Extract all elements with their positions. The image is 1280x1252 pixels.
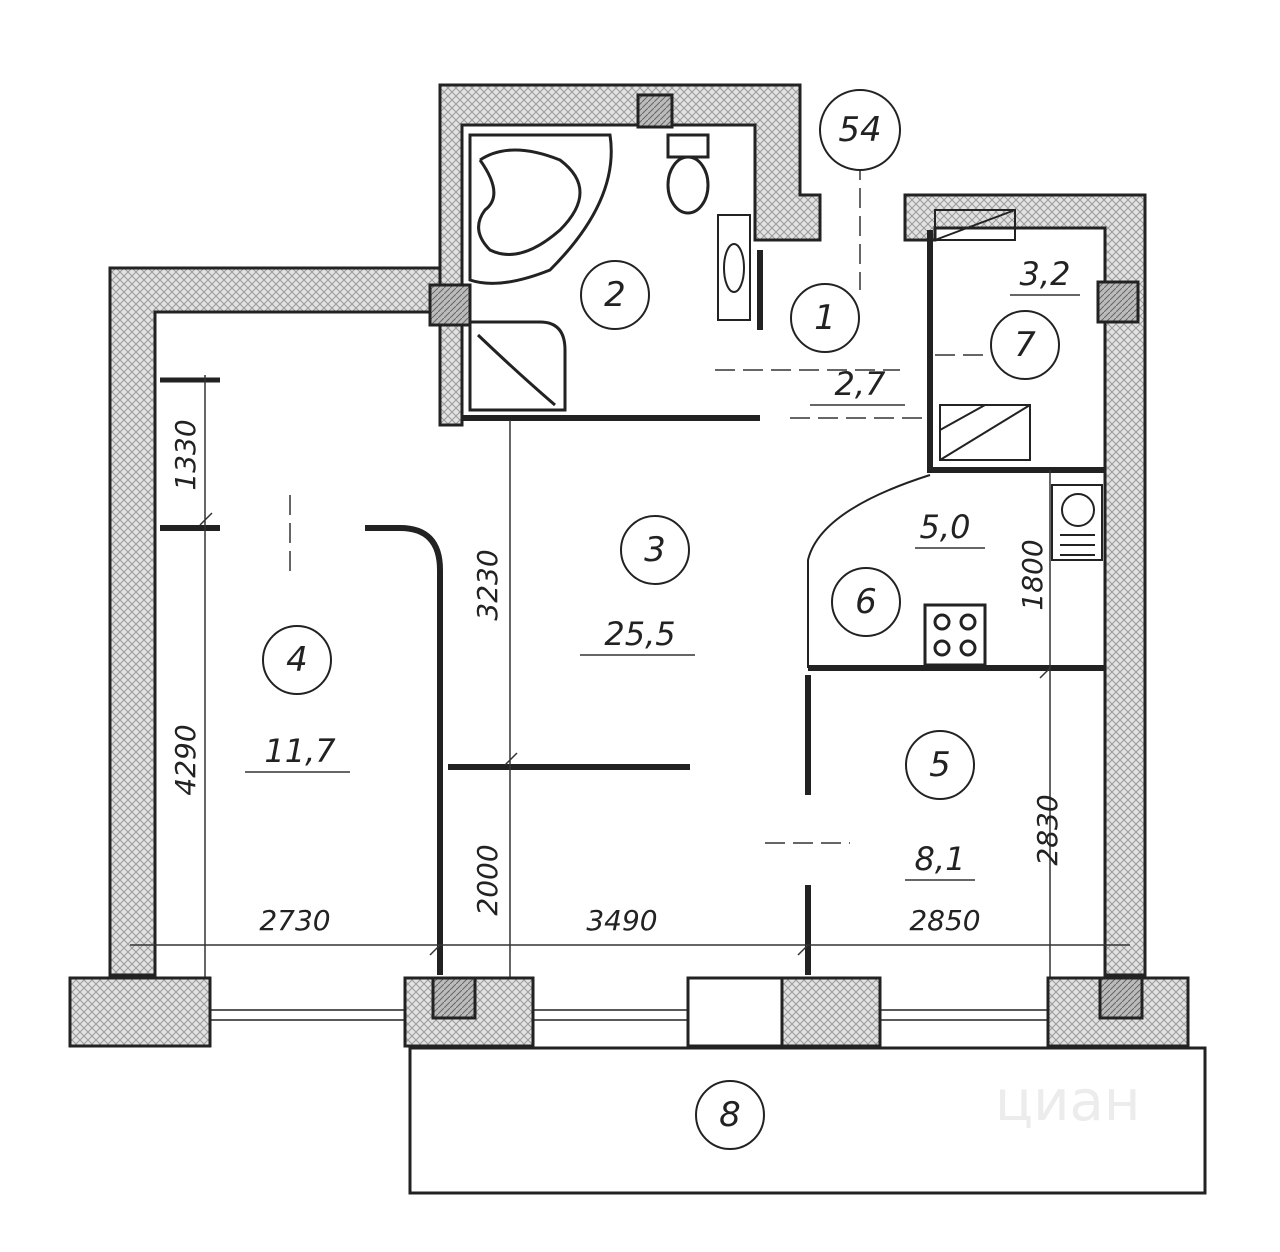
room-marker-circle	[905, 730, 975, 800]
apartment-number-marker: 54	[819, 89, 901, 171]
room-number: 5	[929, 745, 951, 785]
area-room-6: 5,0	[920, 508, 971, 546]
kitchen-sink-icon	[1051, 484, 1103, 561]
columns	[428, 93, 1140, 327]
partitions	[160, 230, 1105, 975]
room-marker-circle	[620, 515, 690, 585]
dimension-labels: 2730 3490 2850 1330 4290 3230 2000 1800 …	[169, 419, 1064, 937]
dim-2730: 2730	[259, 904, 330, 937]
area-room-3: 25,5	[604, 615, 675, 653]
room-marker-circle	[580, 260, 650, 330]
room-marker-circle	[695, 1080, 765, 1150]
area-room-7: 3,2	[1020, 255, 1071, 293]
wardrobe-icon	[934, 209, 1031, 461]
dim-3490: 3490	[586, 904, 657, 937]
room-marker-8: 8	[695, 1080, 765, 1150]
dim-2850: 2850	[909, 904, 980, 937]
sink-icon	[717, 214, 751, 321]
room-number: 1	[814, 298, 836, 338]
room-marker-circle	[790, 283, 860, 353]
room-marker-5: 5	[905, 730, 975, 800]
area-room-5: 8,1	[915, 840, 966, 878]
dim-2830: 2830	[1031, 794, 1064, 865]
room-marker-2: 2	[580, 260, 650, 330]
dim-1330: 1330	[169, 419, 202, 490]
room-marker-4: 4	[262, 625, 332, 695]
room-marker-3: 3	[620, 515, 690, 585]
room-marker-1: 1	[790, 283, 860, 353]
room-number: 2	[604, 275, 626, 315]
room-marker-circle	[262, 625, 332, 695]
room-number: 7	[1014, 325, 1036, 365]
room-number: 6	[855, 582, 877, 622]
room-marker-6: 6	[831, 567, 901, 637]
apartment-number: 54	[838, 110, 881, 150]
balcony	[408, 1046, 1207, 1195]
room-marker-circle	[831, 567, 901, 637]
shower-icon	[468, 320, 567, 412]
area-room-1: 2,7	[835, 365, 887, 403]
area-labels: 2,7 25,5 11,7 8,1 5,0 3,2	[245, 255, 1080, 881]
dim-4290: 4290	[169, 724, 202, 795]
stove-icon	[923, 603, 987, 667]
dim-1800: 1800	[1016, 539, 1049, 610]
watermark: циан	[995, 1069, 1140, 1134]
room-marker-7: 7	[990, 310, 1060, 380]
toilet-icon	[666, 133, 710, 215]
room-number: 3	[644, 530, 666, 570]
dim-2000: 2000	[471, 844, 504, 915]
dim-3230: 3230	[471, 549, 504, 620]
walls	[108, 83, 1147, 977]
facade-wall	[68, 976, 1190, 1048]
dimension-lines	[130, 160, 1130, 1045]
room-marker-circle	[990, 310, 1060, 380]
area-room-4: 11,7	[264, 732, 336, 770]
bathtub-icon	[468, 133, 613, 285]
room-number: 8	[719, 1095, 741, 1135]
room-number: 4	[286, 640, 308, 680]
